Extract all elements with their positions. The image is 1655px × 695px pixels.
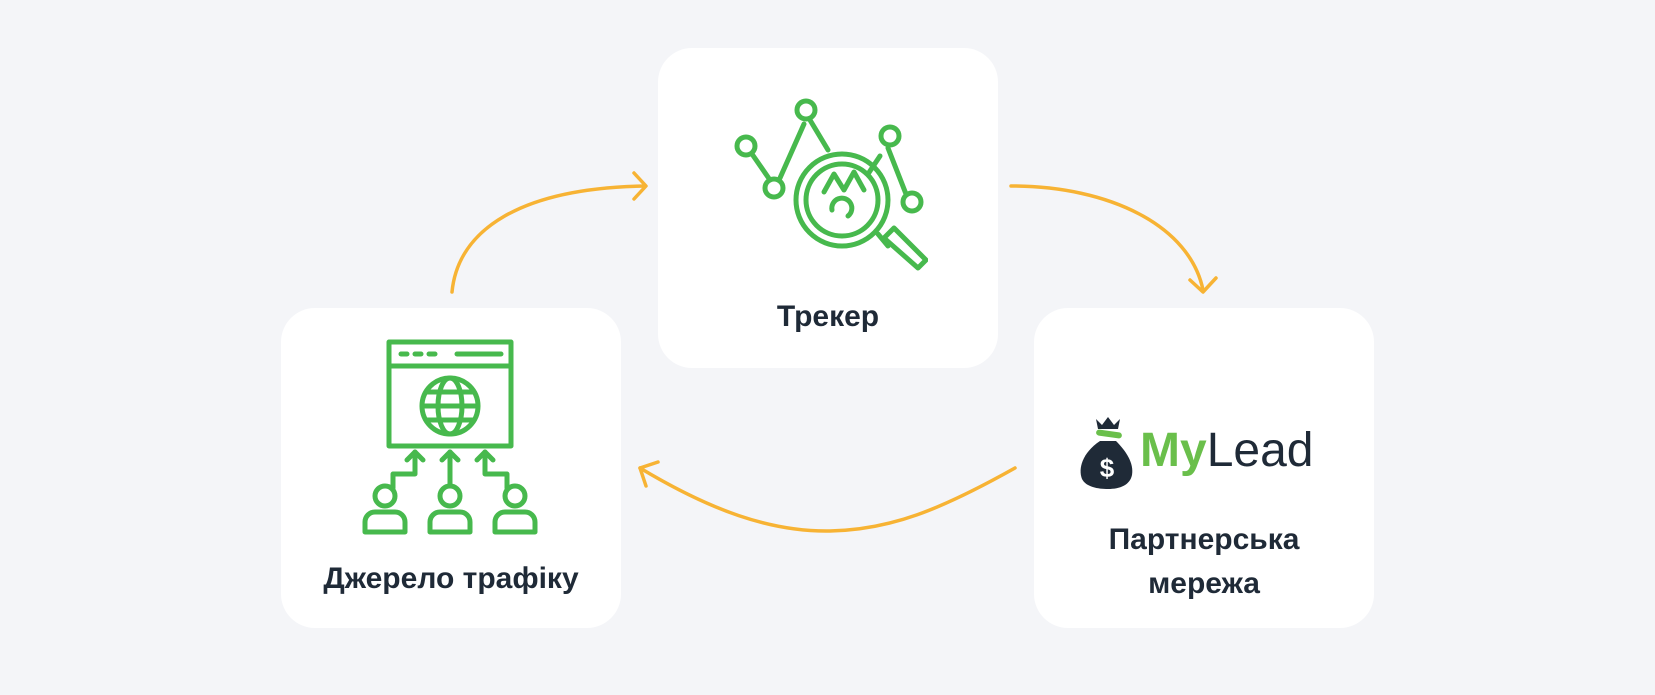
arrow-source-to-tracker: [450, 184, 647, 294]
tracker-card: Трекер: [658, 48, 998, 368]
affiliate-network-label: Партнерська мережа: [1034, 518, 1374, 606]
arrow-head-tracker-to-network: [1188, 276, 1218, 294]
logo-lead: Lead: [1206, 424, 1314, 477]
traffic-source-label: Джерело трафіку: [323, 562, 579, 595]
analytics-magnifier-icon: [734, 98, 928, 271]
arrow-tracker-to-network: [1009, 184, 1205, 292]
mylead-wordmark: MyLead: [1140, 421, 1313, 481]
svg-text:$: $: [1100, 453, 1115, 483]
arrow-head-source-to-tracker: [632, 171, 648, 201]
arrow-head-network-to-source: [638, 460, 660, 488]
arrow-network-to-source: [638, 466, 1017, 533]
traffic-source-card: Джерело трафіку: [281, 308, 621, 628]
web-traffic-users-icon: [362, 339, 538, 535]
money-bag-icon: $: [1080, 417, 1133, 489]
mylead-logo: $ MyLead: [1076, 413, 1336, 493]
affiliate-network-card: $ MyLead Партнерська мережа: [1034, 308, 1374, 628]
affiliate-network-label-line2: мережа: [1148, 567, 1260, 600]
tracker-label: Трекер: [776, 300, 880, 333]
logo-my: My: [1140, 424, 1207, 477]
affiliate-network-label-line1: Партнерська: [1108, 523, 1300, 556]
